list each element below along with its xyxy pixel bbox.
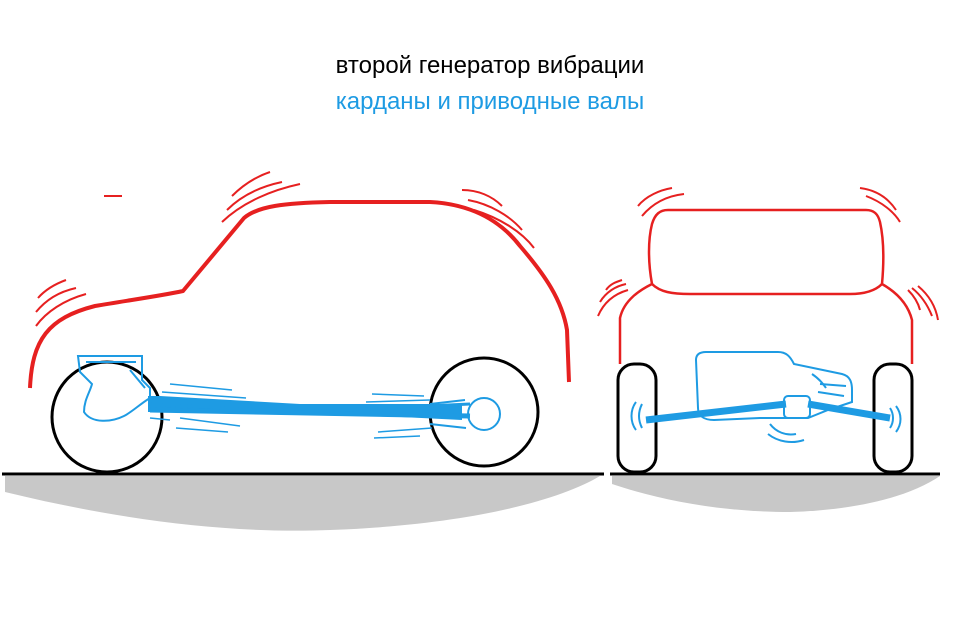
rear-differential: [467, 397, 501, 431]
rear-view: [597, 187, 940, 512]
car-body-outline: [28, 200, 571, 389]
rear-window-line: [651, 283, 883, 296]
body-vibration-marks: [35, 171, 535, 327]
half-shaft-vibration-marks: [630, 373, 902, 443]
front-wheel: [50, 360, 164, 474]
left-half-shaft: [645, 400, 787, 424]
shaft-crossing: [149, 402, 471, 414]
side-road-shadow: [5, 476, 600, 531]
rear-road-shadow: [612, 476, 940, 512]
side-view: [2, 171, 604, 531]
rear-axle-housing: [429, 399, 467, 429]
rear-diff-box: [783, 395, 811, 419]
diagram-subtitle: карданы и приводные валы: [335, 88, 645, 115]
gearbox-outline: [76, 355, 151, 422]
rear-tank-outline: [694, 351, 853, 422]
shaft-vibration-marks: [149, 383, 433, 439]
diagram-title: второй генератор вибрации: [335, 52, 645, 79]
right-half-shaft: [807, 400, 891, 422]
gearbox-inner: [86, 361, 146, 389]
rear-body-outline: [618, 208, 914, 364]
rear-tank-detail: [817, 383, 847, 397]
rear-body-vibration-marks: [597, 187, 939, 321]
